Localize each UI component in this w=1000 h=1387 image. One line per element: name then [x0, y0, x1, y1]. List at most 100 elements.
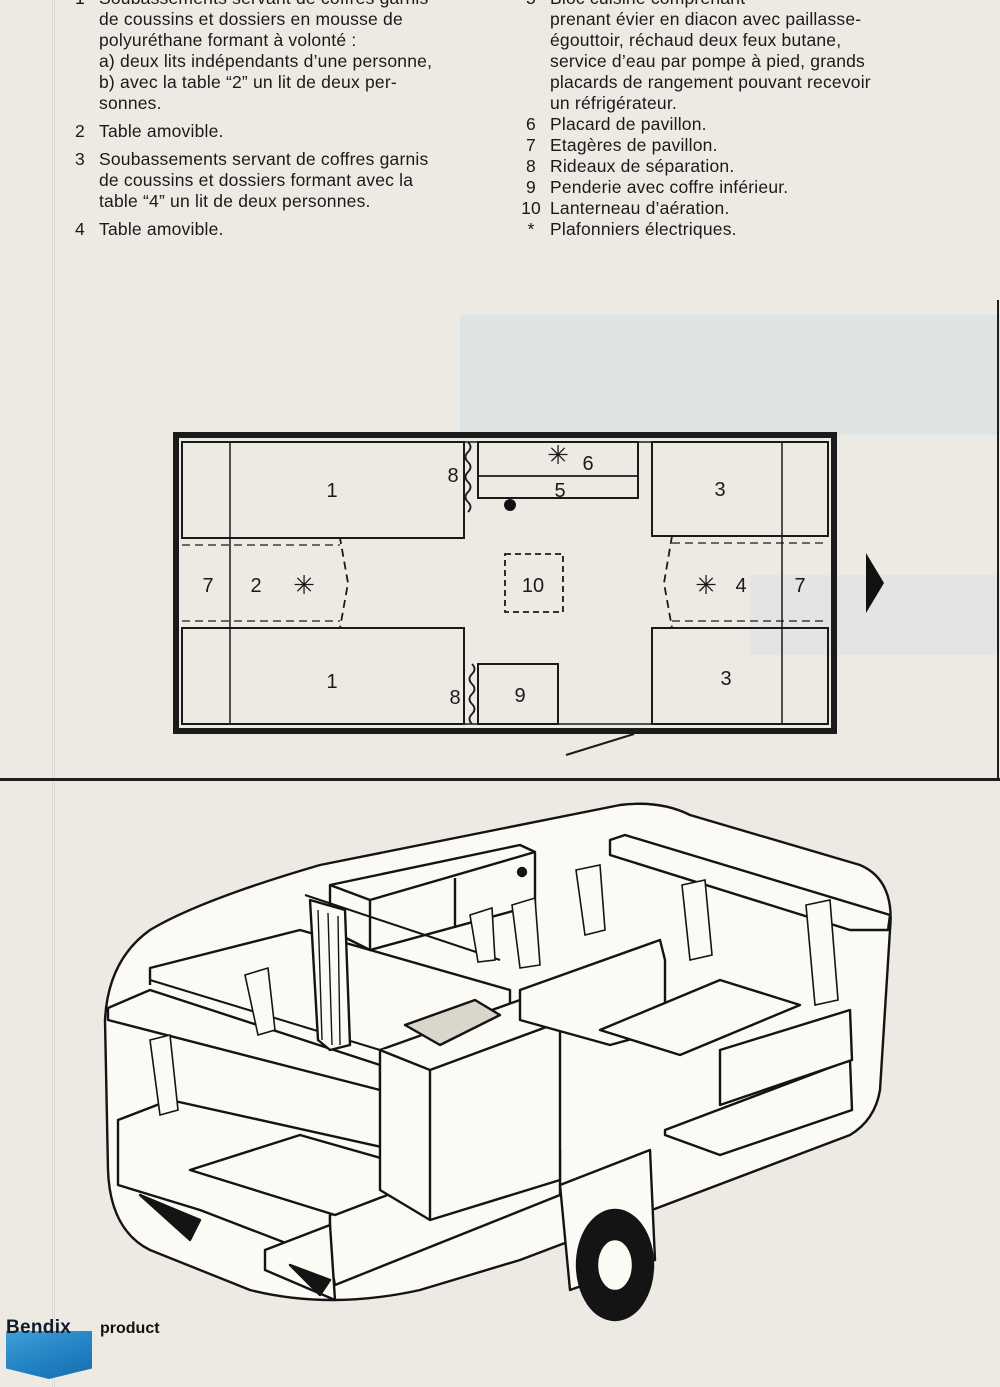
- pump-dot: [504, 499, 516, 511]
- legend-line: polyuréthane formant à volonté :: [99, 30, 357, 50]
- window-curtain-icon: [244, 966, 276, 1037]
- legend-line: Plafonniers électriques.: [550, 219, 737, 239]
- label-3-bottom: 3: [720, 668, 731, 690]
- legend-text: Lanterneau d’aération.: [550, 198, 934, 219]
- sink: [403, 998, 502, 1047]
- legend-text: Soubassements servant de coffres garnisd…: [99, 0, 483, 114]
- legend-line: égouttoir, réchaud deux feux butane,: [550, 30, 842, 50]
- legend-number: 3: [75, 149, 85, 169]
- label-2: 2: [250, 575, 261, 597]
- label-8-bottom: 8: [449, 687, 460, 709]
- legend-line: Table amovible.: [99, 121, 224, 141]
- legend-text: Table amovible.: [99, 121, 483, 142]
- window-curtain-icon: [681, 879, 713, 961]
- legend-number: 5: [512, 0, 550, 114]
- legend-text: Table amovible.: [99, 219, 483, 240]
- light-icon: ✳: [547, 440, 569, 470]
- bendix-logo: Bendix product: [2, 1313, 202, 1383]
- table-right: [663, 535, 828, 629]
- window-curtain-icon: [575, 864, 606, 936]
- legend-item-7: 7 Etagères de pavillon.: [512, 135, 934, 156]
- section-divider: [0, 778, 1000, 781]
- legend-number: 1: [75, 0, 99, 114]
- berth-bottom-left: [181, 627, 465, 725]
- legend-line: prenant évier en diacon avec paillasse-: [550, 9, 862, 29]
- legend-line: de coussins et dossiers en mousse de: [99, 9, 403, 29]
- legend-left-column: 1Soubassements servant de coffres garnis…: [75, 0, 483, 240]
- window-curtain-icon: [511, 896, 541, 969]
- curtain-top: [464, 441, 472, 513]
- legend-text: Bloc cuisine comprenantprenant évier en …: [550, 0, 934, 114]
- legend-line: Soubassements servant de coffres garnis: [99, 0, 483, 9]
- page-fold: [52, 0, 55, 1387]
- light-icon: ✳: [293, 570, 315, 600]
- label-5: 5: [554, 480, 565, 502]
- label-7-right: 7: [794, 575, 805, 597]
- legend-number: 2: [75, 121, 85, 141]
- legend-line: Etagères de pavillon.: [550, 135, 718, 155]
- legend-line: Rideaux de séparation.: [550, 156, 735, 176]
- legend-number: *: [527, 219, 535, 239]
- legend-text: Rideaux de séparation.: [550, 156, 934, 177]
- legend-text: Penderie avec coffre inférieur.: [550, 177, 934, 198]
- legend-line: table “4” un lit de deux personnes.: [99, 191, 371, 211]
- label-7-left: 7: [202, 575, 213, 597]
- legend-item-5: 5Bloc cuisine comprenantprenant évier en…: [512, 0, 934, 114]
- legend-line: Table amovible.: [99, 219, 224, 239]
- label-6: 6: [582, 453, 593, 475]
- berth-bottom-right: [651, 627, 829, 725]
- roof-vent: [504, 553, 564, 613]
- legend-line: Bloc cuisine comprenant: [550, 0, 934, 9]
- curtain-bottom: [468, 663, 476, 725]
- window-curtain-icon: [469, 906, 496, 963]
- label-8-top: 8: [447, 465, 458, 487]
- logo-shield-icon: [6, 1331, 92, 1379]
- legend-number: 9: [526, 177, 536, 197]
- legend-item-8: 8 Rideaux de séparation.: [512, 156, 934, 177]
- legend-item-1: 1Soubassements servant de coffres garnis…: [75, 0, 483, 114]
- legend-line: de coussins et dossiers formant avec la: [99, 170, 414, 190]
- berth-top-right: [651, 441, 829, 537]
- legend-text: Placard de pavillon.: [550, 114, 934, 135]
- legend-item-2: 2 Table amovible.: [75, 121, 483, 142]
- towbar-arrow-icon: [866, 553, 884, 613]
- floor-plan: 1 1 7 2 ✳ 3 3 ✳ 4 7 ✳ 6 5 8 8 9 10: [173, 432, 884, 756]
- legend-number: 10: [521, 198, 541, 218]
- legend-line: Lanterneau d’aération.: [550, 198, 730, 218]
- label-3-top: 3: [714, 479, 725, 501]
- light-icon: ✳: [695, 570, 717, 600]
- legend-item-3: 3 Soubassements servant de coffres garnis…: [75, 149, 483, 212]
- label-10: 10: [522, 575, 544, 597]
- label-1-top: 1: [326, 480, 337, 502]
- legend-line: service d’eau par pompe à pied, grands: [550, 51, 866, 71]
- legend-line: sonnes.: [99, 93, 162, 113]
- legend-number: 7: [526, 135, 536, 155]
- caravan-outline: [173, 432, 837, 734]
- legend-line: placards de rangement pouvant recevoir: [550, 72, 871, 92]
- legend-line: a) deux lits indépendants d’une personne…: [99, 51, 433, 71]
- legend-line: Penderie avec coffre inférieur.: [550, 177, 789, 197]
- legend-right-column: 5Bloc cuisine comprenantprenant évier en…: [512, 0, 934, 240]
- table-right-iso: [598, 978, 802, 1057]
- legend-line: Soubassements servant de coffres garnis: [99, 149, 429, 169]
- legend-number: 4: [75, 219, 85, 239]
- table-left: [182, 537, 349, 629]
- legend-number: 8: [526, 156, 536, 176]
- legend-item-light: * Plafonniers électriques.: [512, 219, 934, 240]
- label-4: 4: [735, 575, 746, 597]
- legend-line: b) avec la table “2” un lit de deux per-: [99, 72, 397, 92]
- legend-line: Placard de pavillon.: [550, 114, 707, 134]
- kitchen-block: [477, 441, 639, 499]
- legend-item-4: 4 Table amovible.: [75, 219, 483, 240]
- window-curtain-icon: [805, 899, 839, 1006]
- label-9: 9: [514, 685, 525, 707]
- wardrobe: [477, 663, 559, 725]
- frame-right-rule: [997, 300, 999, 780]
- legend-text: Etagères de pavillon.: [550, 135, 934, 156]
- brand-name: Bendix: [6, 1317, 72, 1338]
- legend-line: un réfrigérateur.: [550, 93, 677, 113]
- legend-item-9: 9 Penderie avec coffre inférieur.: [512, 177, 934, 198]
- window-curtain-icon: [149, 1034, 179, 1117]
